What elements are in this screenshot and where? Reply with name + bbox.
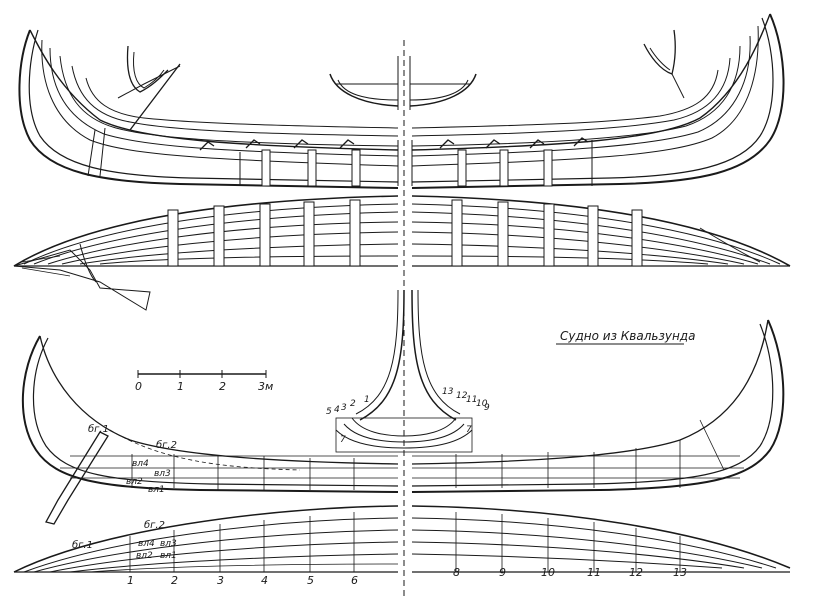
label-vl3-upper: вл3: [154, 469, 171, 479]
section-num-4: 4: [334, 405, 340, 415]
drawing-title: Судно из Квальзунда: [560, 329, 695, 343]
top-sheer-right: [411, 13, 785, 189]
section-num-1: 1: [364, 395, 370, 405]
frame-num-6: 6: [351, 574, 358, 587]
scale-bar: [137, 370, 267, 378]
label-vl2-upper: вл2: [126, 477, 143, 487]
midship-section-top: [329, 56, 477, 110]
label-vl2-lower: вл2: [136, 551, 153, 561]
section-num-5: 5: [326, 407, 332, 417]
frame-num-2: 2: [171, 574, 178, 587]
label-vl4-lower: вл4: [138, 539, 155, 549]
lower-plan-view: [13, 505, 791, 573]
frame-num-13: 13: [673, 566, 687, 579]
section-num-13: 13: [442, 387, 454, 397]
frame-num-5: 5: [307, 574, 314, 587]
section-num-3: 3: [341, 403, 347, 413]
upper-plan-view: [13, 195, 791, 311]
label-vl3-lower: вл3: [160, 539, 177, 549]
section-num-2: 2: [350, 399, 356, 409]
stem-section-right: [643, 29, 685, 99]
frame-num-3: 3: [217, 574, 224, 587]
label-bg2-upper: бг.2: [156, 439, 177, 451]
top-sheer-left: [18, 29, 399, 189]
lines-profile-right: [411, 319, 785, 493]
rudder-section-left: [117, 45, 181, 131]
label-bg2-lower: бг.2: [144, 519, 165, 531]
frame-num-8: 8: [453, 566, 460, 579]
section-base-left: 7: [340, 435, 346, 445]
label-vl1-lower: вл1: [160, 551, 177, 561]
section-num-11: 11: [466, 395, 477, 405]
scale-tick-1: 1: [177, 380, 184, 393]
frame-num-9: 9: [499, 566, 506, 579]
frame-num-4: 4: [261, 574, 268, 587]
frame-num-12: 12: [629, 566, 643, 579]
section-num-9: 9: [484, 403, 490, 413]
scale-end-label: 3м: [258, 380, 273, 393]
section-base-right: 7: [466, 425, 472, 435]
section-num-10: 10: [476, 399, 488, 409]
body-plan-section: [335, 289, 473, 453]
lines-profile-left: [21, 335, 399, 525]
label-vl1-upper: вл1: [148, 485, 165, 495]
label-bg1-lower: бг.1: [72, 539, 93, 551]
label-vl4-upper: вл4: [132, 459, 149, 469]
frame-num-1: 1: [127, 574, 134, 587]
section-num-12: 12: [456, 391, 468, 401]
scale-tick-2: 2: [219, 380, 226, 393]
scale-tick-0: 0: [135, 380, 142, 393]
frame-num-11: 11: [587, 566, 601, 579]
frame-num-10: 10: [541, 566, 555, 579]
label-bg1-upper: бг.1: [88, 423, 109, 435]
